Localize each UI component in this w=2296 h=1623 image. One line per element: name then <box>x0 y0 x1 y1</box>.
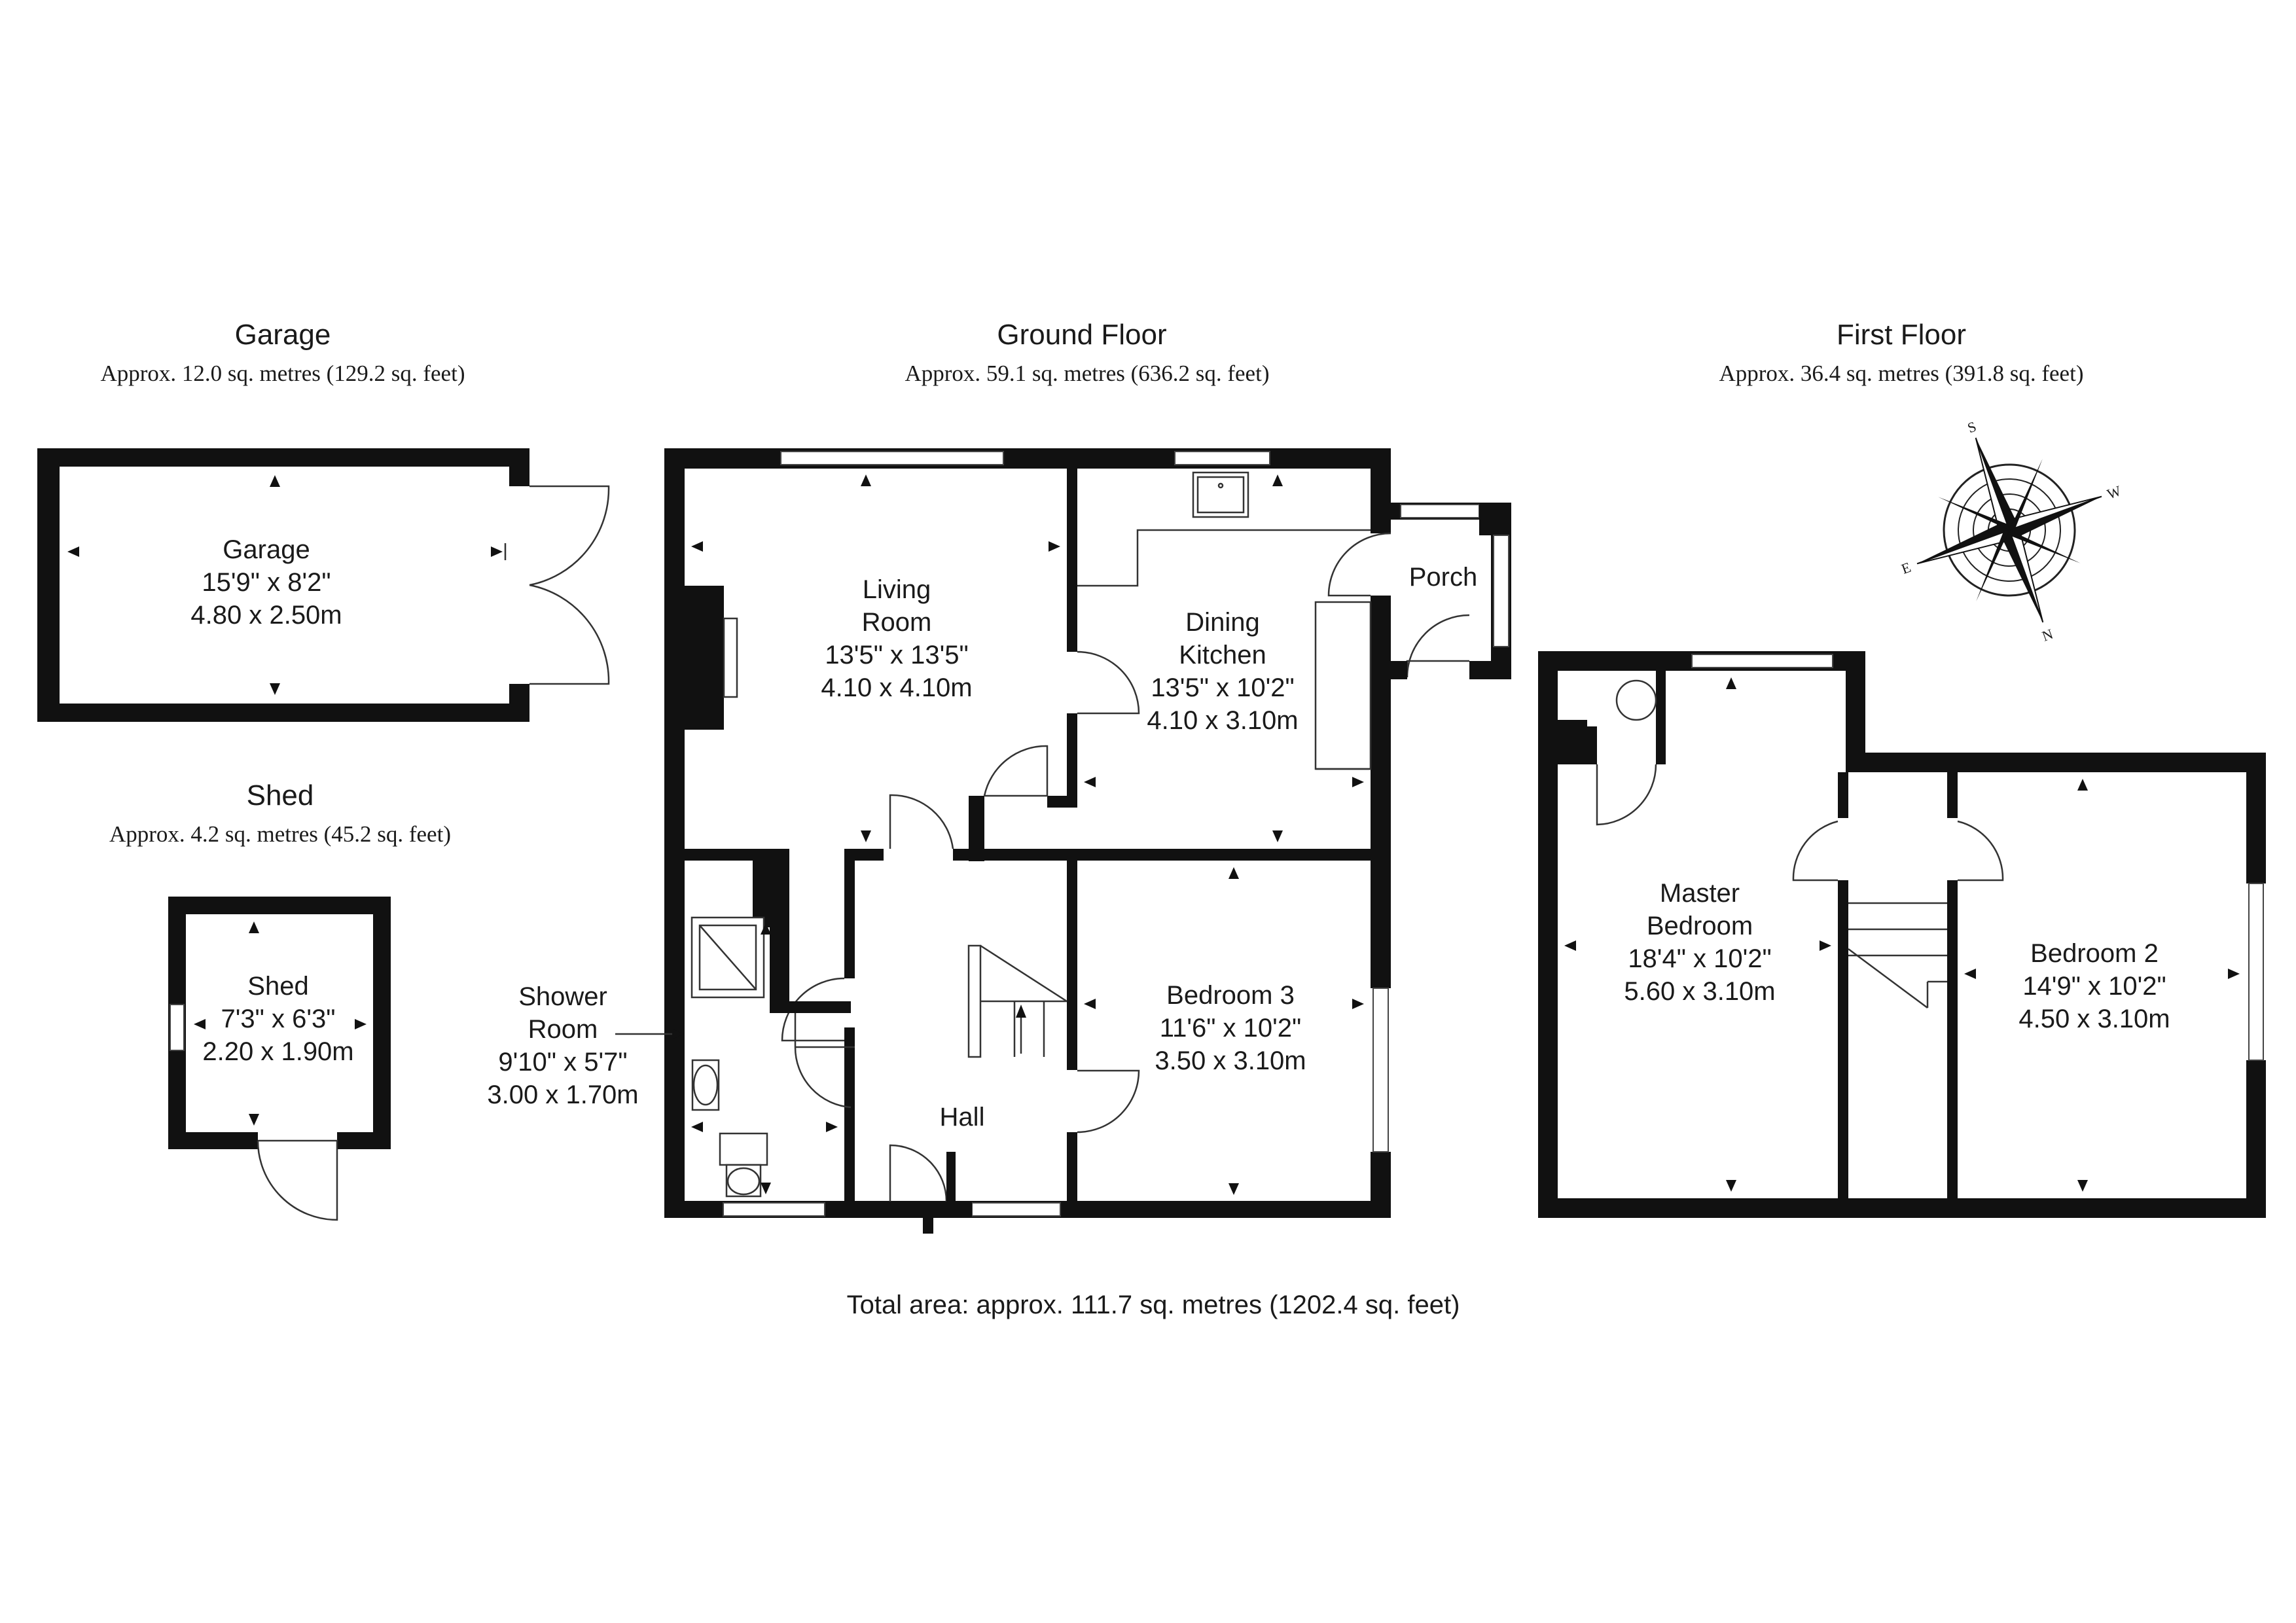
first-floor-area: Approx. 36.4 sq. metres (391.8 sq. feet) <box>1719 361 2084 386</box>
ground-floor-plan <box>615 448 1511 1234</box>
shed-section-area: Approx. 4.2 sq. metres (45.2 sq. feet) <box>109 821 451 847</box>
kitchen-name-2: Kitchen <box>1179 641 1266 669</box>
garage-section-area: Approx. 12.0 sq. metres (129.2 sq. feet) <box>101 361 465 386</box>
living-room-name-1: Living <box>863 575 931 604</box>
compass-w-label: W <box>2105 482 2123 503</box>
garage-room-metric: 4.80 x 2.50m <box>190 601 342 630</box>
shower-room-name-1: Shower <box>518 982 607 1011</box>
garage-label: Garage 15'9" x 8'2" 4.80 x 2.50m <box>190 535 342 630</box>
shed-section-title: Shed <box>247 779 314 812</box>
shower-room-imperial: 9'10" x 5'7" <box>498 1048 627 1077</box>
compass-n-label: N <box>2040 626 2056 645</box>
garage-heading: Garage Approx. 12.0 sq. metres (129.2 sq… <box>101 319 465 386</box>
compass-e-label: E <box>1899 559 1913 577</box>
porch-name: Porch <box>1409 563 1478 592</box>
first-floor-heading: First Floor Approx. 36.4 sq. metres (391… <box>1719 319 2084 386</box>
bedroom-2-metric: 4.50 x 3.10m <box>2018 1005 2170 1033</box>
bedroom-3-name: Bedroom 3 <box>1166 981 1295 1010</box>
bedroom-3-imperial: 11'6" x 10'2" <box>1160 1014 1301 1043</box>
bedroom-2-imperial: 14'9" x 10'2" <box>2022 972 2166 1001</box>
living-room-name-2: Room <box>862 608 932 637</box>
garage-plan <box>37 448 610 722</box>
master-bedroom-imperial: 18'4" x 10'2" <box>1628 944 1771 973</box>
first-floor-plan <box>1538 651 2266 1218</box>
hall-name: Hall <box>940 1103 985 1132</box>
first-floor-title: First Floor <box>1837 319 1966 351</box>
first-floor-labels: Master Bedroom 18'4" x 10'2" 5.60 x 3.10… <box>1624 879 2170 1033</box>
shed-plan <box>168 897 391 1221</box>
compass-s-label: S <box>1965 418 1979 437</box>
bedroom-2-name: Bedroom 2 <box>2030 939 2159 968</box>
shower-room-metric: 3.00 x 1.70m <box>487 1080 638 1109</box>
kitchen-imperial: 13'5" x 10'2" <box>1151 673 1294 702</box>
shower-room-name-2: Room <box>528 1015 598 1044</box>
kitchen-name-1: Dining <box>1185 608 1259 637</box>
shed-heading: Shed Approx. 4.2 sq. metres (45.2 sq. fe… <box>109 779 451 847</box>
shed-label: Shed 7'3" x 6'3" 2.20 x 1.90m <box>202 972 353 1066</box>
total-area: Total area: approx. 111.7 sq. metres (12… <box>847 1291 1460 1319</box>
shed-room-name: Shed <box>247 972 308 1001</box>
master-bedroom-metric: 5.60 x 3.10m <box>1624 977 1775 1006</box>
kitchen-metric: 4.10 x 3.10m <box>1147 706 1298 735</box>
ground-floor-area: Approx. 59.1 sq. metres (636.2 sq. feet) <box>905 361 1270 386</box>
ground-floor-labels: Living Room 13'5" x 13'5" 4.10 x 4.10m D… <box>487 563 1477 1132</box>
garage-room-imperial: 15'9" x 8'2" <box>202 568 331 597</box>
master-bedroom-name-1: Master <box>1660 879 1740 908</box>
shed-room-imperial: 7'3" x 6'3" <box>221 1005 336 1033</box>
living-room-imperial: 13'5" x 13'5" <box>825 641 968 669</box>
ground-floor-heading: Ground Floor Approx. 59.1 sq. metres (63… <box>905 319 1270 386</box>
compass-rose-icon: S N E W <box>1899 418 2123 645</box>
ground-floor-title: Ground Floor <box>997 319 1166 351</box>
bedroom-3-metric: 3.50 x 3.10m <box>1155 1046 1306 1075</box>
living-room-metric: 4.10 x 4.10m <box>821 673 972 702</box>
shed-room-metric: 2.20 x 1.90m <box>202 1037 353 1066</box>
master-bedroom-name-2: Bedroom <box>1647 912 1753 940</box>
garage-room-name: Garage <box>223 535 310 564</box>
garage-section-title: Garage <box>235 319 331 351</box>
